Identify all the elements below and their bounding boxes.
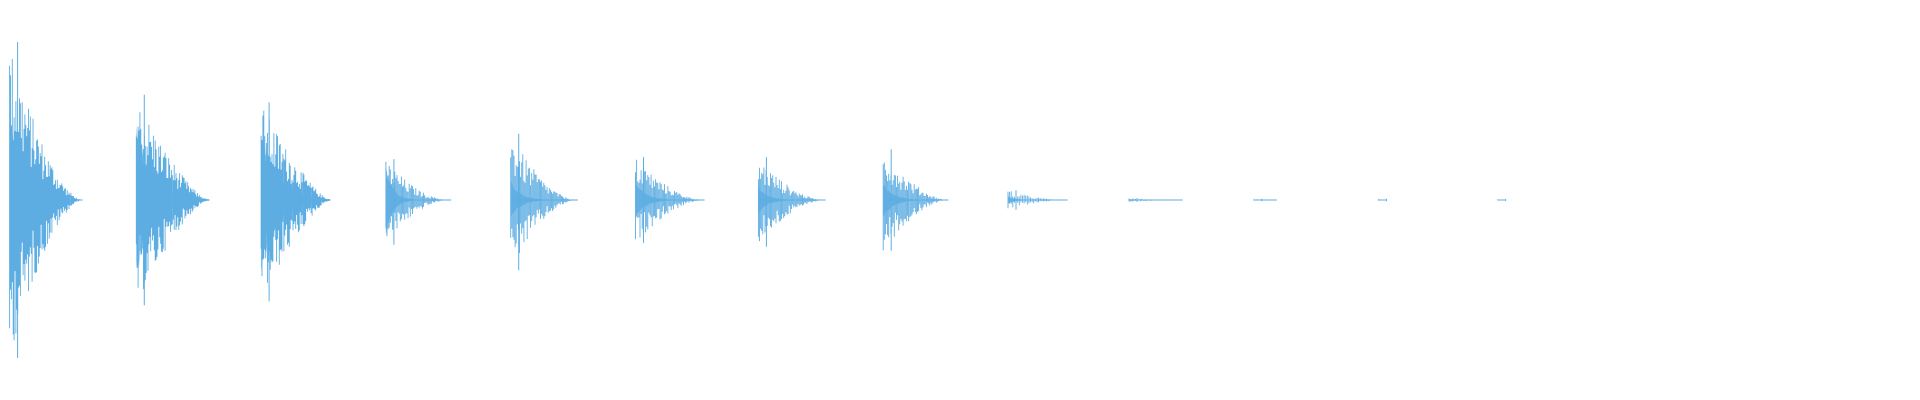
waveform-spikes (882, 162, 947, 251)
waveform-hit (510, 133, 578, 271)
waveform-spikes (757, 167, 824, 242)
waveform-hit (757, 157, 826, 247)
waveform-spikes (385, 161, 449, 237)
waveform-hit (135, 94, 210, 306)
waveform-hit (1007, 190, 1068, 210)
waveform-hit (1128, 198, 1183, 202)
waveform-hit (9, 42, 83, 358)
waveform-hit (385, 159, 452, 245)
waveform-spikes (135, 112, 209, 290)
waveform-hit (635, 157, 705, 243)
waveform-hit (1378, 198, 1388, 202)
waveform-layer (9, 42, 1507, 358)
waveform-hit (1497, 199, 1507, 201)
waveform-hit (1253, 198, 1277, 202)
waveform-spikes (260, 110, 330, 283)
waveform-hit (882, 149, 949, 251)
waveform-hit (260, 102, 331, 302)
waveform-spikes (510, 149, 577, 253)
waveform-body (136, 124, 210, 270)
